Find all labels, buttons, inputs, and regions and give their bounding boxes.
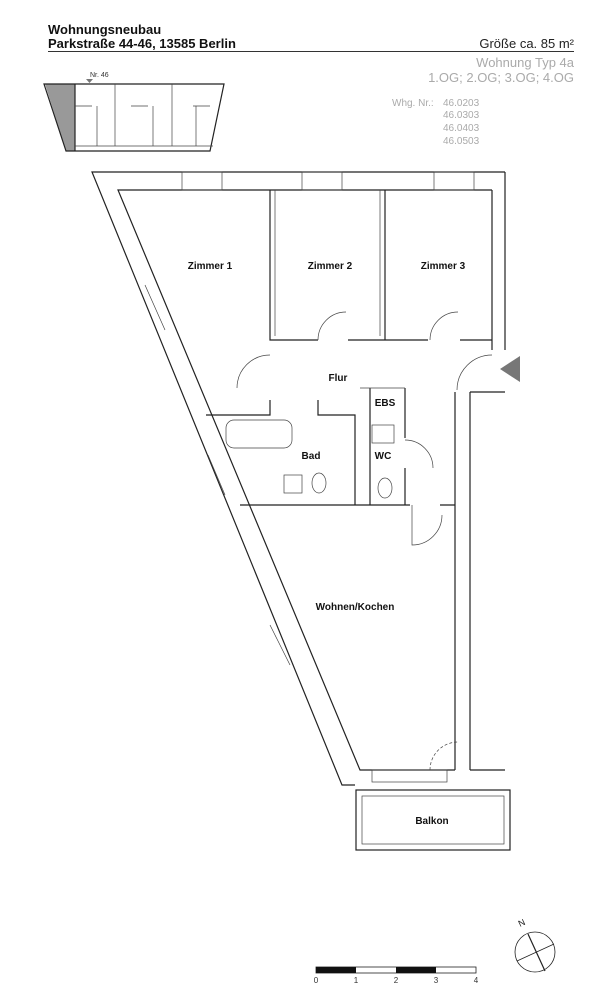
unit-number: 46.0203 xyxy=(443,98,480,109)
unit-number: 46.0503 xyxy=(443,136,480,147)
key-plan: Nr. 46 xyxy=(43,72,225,152)
scale-tick: 4 xyxy=(474,976,479,985)
apartment-floors: 1.OG; 2.OG; 3.OG; 4.OG xyxy=(428,70,574,85)
scale-bar: 0 1 2 3 4 xyxy=(314,966,479,985)
walls xyxy=(91,171,511,851)
room-label-zimmer-1: Zimmer 1 xyxy=(188,261,233,272)
wc-sink xyxy=(371,424,395,444)
scale-tick: 2 xyxy=(394,976,399,985)
toilet xyxy=(311,472,327,494)
compass-north-label: N xyxy=(517,917,527,929)
unit-number: 46.0403 xyxy=(443,123,480,134)
unit-number: 46.0303 xyxy=(443,110,480,121)
bathtub xyxy=(225,419,293,449)
scale-tick: 3 xyxy=(434,976,439,985)
scale-tick: 0 xyxy=(314,976,319,985)
room-label-ebs: EBS xyxy=(375,398,396,409)
room-label-zimmer-3: Zimmer 3 xyxy=(421,261,466,272)
unit-number-label: Whg. Nr.: xyxy=(392,98,434,109)
room-label-balkon: Balkon xyxy=(415,816,448,827)
entrance-arrow-icon xyxy=(500,356,520,382)
key-plan-label: Nr. 46 xyxy=(90,72,109,79)
key-plan-highlight xyxy=(45,84,75,151)
balcony xyxy=(355,789,511,851)
header-rule xyxy=(48,51,574,52)
scale-tick: 1 xyxy=(354,976,359,985)
compass-icon: N xyxy=(514,917,556,973)
room-label-zimmer-2: Zimmer 2 xyxy=(308,261,353,272)
wc-toilet xyxy=(377,477,393,499)
project-address: Parkstraße 44-46, 13585 Berlin xyxy=(48,36,236,51)
room-label-flur: Flur xyxy=(329,373,348,384)
room-label-wc: WC xyxy=(375,451,392,462)
project-title: Wohnungsneubau xyxy=(48,22,162,37)
key-plan-marker-icon xyxy=(86,79,93,83)
sink xyxy=(283,474,303,494)
room-label-bad: Bad xyxy=(302,451,321,462)
apartment-type: Wohnung Typ 4a xyxy=(476,55,574,70)
room-label-wohnen-kochen: Wohnen/Kochen xyxy=(316,602,395,613)
apartment-size: Größe ca. 85 m² xyxy=(479,36,574,51)
